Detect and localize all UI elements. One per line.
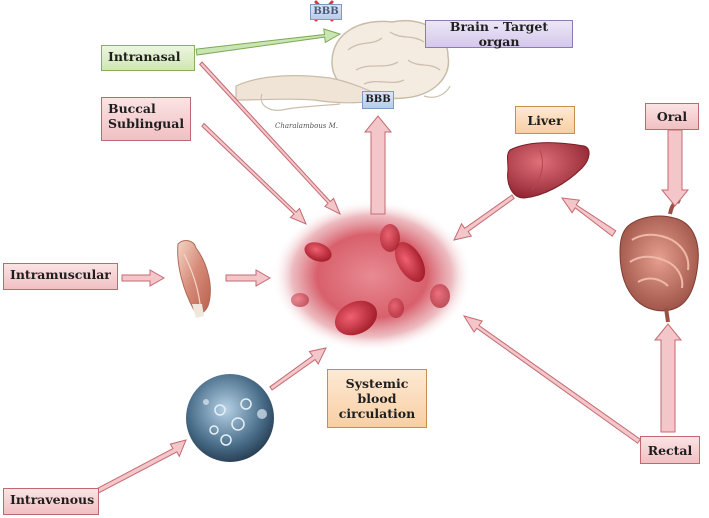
label-rectal: Rectal	[640, 436, 700, 464]
vein-cells-illustration	[186, 374, 274, 462]
illustration-signature: Charalambous M.	[275, 122, 339, 130]
arrow-vein-to-blood	[269, 347, 327, 391]
muscle-illustration	[177, 240, 211, 318]
label-bbb-crossed: BBB	[310, 4, 342, 20]
label-intranasal: Intranasal	[101, 45, 195, 71]
arrow-liver-to-blood	[453, 194, 515, 241]
label-buccal-sublingual: Buccal Sublingual	[101, 97, 191, 141]
label-liver: Liver	[515, 106, 575, 134]
blood-cells-illustration	[272, 200, 472, 352]
arrow-rectal-to-intestine	[653, 323, 683, 433]
label-oral: Oral	[645, 103, 699, 130]
brain-illustration	[235, 19, 451, 111]
arrow-blood-to-bbb	[363, 115, 393, 215]
arrow-oral-to-intestine	[660, 129, 690, 207]
arrow-intranasal-to-blood	[199, 61, 341, 216]
arrow-intravenous-to-vein	[95, 439, 187, 494]
arrows	[95, 28, 690, 494]
arrow-intramuscular-to-muscle	[121, 269, 166, 287]
arrow-muscle-to-blood	[225, 269, 272, 287]
label-intravenous: Intravenous	[3, 488, 99, 515]
label-brain-target-organ: Brain - Target organ	[425, 19, 573, 49]
arrow-intranasal-to-brain	[195, 28, 342, 56]
liver-illustration	[507, 142, 590, 199]
arrow-intestine-to-liver	[560, 197, 617, 237]
label-bbb: BBB	[362, 91, 394, 109]
intestine-illustration	[619, 199, 699, 323]
label-intramuscular: Intramuscular	[3, 263, 118, 290]
arrow-buccal-to-blood	[201, 122, 307, 225]
arrow-rectal-to-blood	[462, 315, 642, 444]
label-systemic-blood-circulation: Systemic blood circulation	[327, 369, 427, 428]
